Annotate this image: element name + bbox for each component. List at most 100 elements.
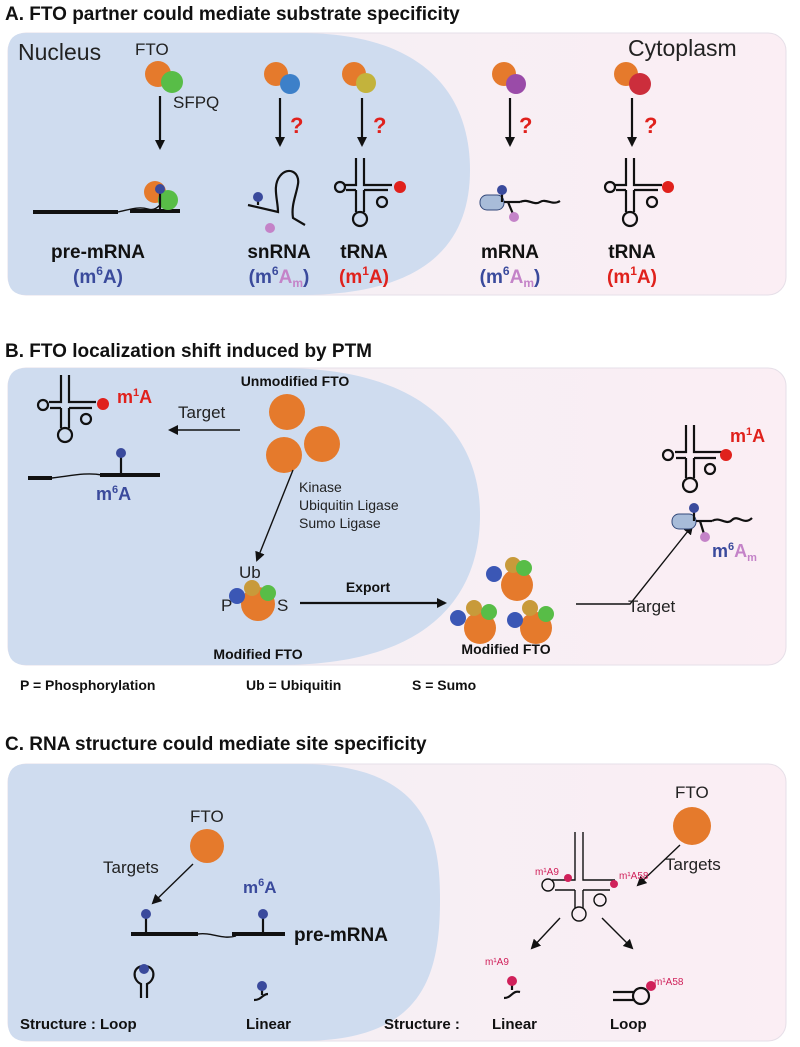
nucleus-region-c <box>8 764 440 1041</box>
partner-purple <box>506 74 526 94</box>
export-label: Export <box>346 579 391 595</box>
m1a-label-b1: m1A <box>117 387 152 407</box>
nucleus-region-a <box>8 33 470 295</box>
svg-text:snRNA: snRNA <box>247 242 311 263</box>
question-mark-4: ? <box>644 113 657 138</box>
mrna-stem-2 <box>506 201 515 215</box>
partner-blue <box>280 74 300 94</box>
mrna-stem-b2 <box>698 520 706 535</box>
mrna-cap-b <box>671 513 697 530</box>
sumo-mark <box>260 585 276 601</box>
arrow-loop-c <box>601 917 634 950</box>
s-label: S <box>277 596 288 615</box>
snrna-structure <box>247 169 306 226</box>
legend-sumo: S = Sumo <box>412 677 476 693</box>
ubiquitin-mark <box>244 580 260 596</box>
linear-label-left: Linear <box>246 1016 291 1033</box>
nucleus-region-b <box>8 368 480 665</box>
sfpq-protein <box>161 71 183 93</box>
m1a-site-b2 <box>720 449 732 461</box>
legend-ubiquitin: Ub = Ubiquitin <box>246 677 341 693</box>
p-label: P <box>221 596 232 615</box>
mrna-cap-site <box>497 185 507 195</box>
partner-olive <box>356 73 376 93</box>
arrow-linear-c <box>530 917 561 950</box>
svg-text:mRNA: mRNA <box>481 242 539 263</box>
linear-site-right <box>507 976 517 986</box>
trna-icon-a2 <box>603 158 662 228</box>
loop-site-left <box>139 964 149 974</box>
unmodified-fto-label: Unmodified FTO <box>241 373 350 389</box>
m1a9-label-c: m¹A9 <box>535 867 559 878</box>
targets-label-c-left: Targets <box>103 858 159 877</box>
m1a-site-a1 <box>394 181 406 193</box>
svg-text:(m6Am): (m6Am) <box>480 264 541 290</box>
m1a58-label-c: m¹A58 <box>619 871 649 882</box>
trna-icon-b2 <box>661 425 722 494</box>
mrna-cap <box>479 194 505 211</box>
structure-label-left: Structure : Loop <box>20 1016 137 1033</box>
question-mark-2: ? <box>373 113 386 138</box>
panel-b-title: B. FTO localization shift induced by PTM <box>5 341 372 362</box>
loop-label-right: Loop <box>610 1016 647 1033</box>
linear-site-left <box>257 981 267 991</box>
rna-label-4: mRNA (m6Am) <box>480 242 541 290</box>
fto-label-c-right: FTO <box>675 783 709 802</box>
unmodified-fto-3 <box>304 426 340 462</box>
arrow-target-right <box>576 524 694 605</box>
targets-label-c-right: Targets <box>665 855 721 874</box>
m1a-label-b2: m1A <box>730 426 765 446</box>
m1a58-site-c <box>610 880 618 888</box>
svg-text:(m1A): (m1A) <box>607 264 657 288</box>
trna-icon-b1 <box>36 375 96 444</box>
enzyme-kinase: Kinase <box>299 479 342 495</box>
fto-c-right <box>673 807 711 845</box>
ub-label: Ub <box>239 563 261 582</box>
unmodified-fto-1 <box>269 394 305 430</box>
question-mark-3: ? <box>519 113 532 138</box>
snrna-cap <box>253 192 263 202</box>
panel-a-title: A. FTO partner could mediate substrate s… <box>5 4 460 25</box>
legend-phospho: P = Phosphorylation <box>20 677 156 693</box>
svg-text:tRNA: tRNA <box>340 242 388 263</box>
linear-label-right: Linear <box>492 1016 537 1033</box>
panel-c-title: C. RNA structure could mediate site spec… <box>5 734 427 755</box>
premrna-label-c: pre-mRNA <box>294 925 388 946</box>
premrna-b-intron <box>51 473 103 479</box>
target-left-label: Target <box>178 403 226 422</box>
m1a-site-b1 <box>97 398 109 410</box>
m6a-site-b <box>116 448 126 458</box>
mrna-am-site-b <box>700 532 710 542</box>
partner-red <box>629 73 651 95</box>
enzyme-ubiquitin-ligase: Ubiquitin Ligase <box>299 497 399 513</box>
m1a9-site-c <box>564 874 572 882</box>
mrna-cap-site-b <box>689 503 699 513</box>
m6a-site-c1 <box>141 909 151 919</box>
fto-c-left <box>190 829 224 863</box>
arrow-targets-right <box>636 844 681 887</box>
svg-text:tRNA: tRNA <box>608 242 656 263</box>
modified-fto-right: Modified FTO <box>461 641 550 657</box>
question-mark-1: ? <box>290 113 303 138</box>
arrow-targets-left <box>151 863 194 905</box>
fto-label-c-left: FTO <box>190 807 224 826</box>
m6a-site-a <box>155 184 165 194</box>
linear-structure-right <box>503 990 521 1000</box>
m6a-site-c2 <box>258 909 268 919</box>
m1a9-label-c2: m¹A9 <box>485 957 509 968</box>
m6a-label-c: m6A <box>243 877 277 897</box>
m6am-label-b: m6Am <box>712 541 757 564</box>
nucleus-label: Nucleus <box>18 39 101 65</box>
loop-site-right <box>646 981 656 991</box>
linear-structure-left <box>253 992 269 1002</box>
modified-fto-left: Modified FTO <box>213 646 302 662</box>
structure-label-right: Structure : <box>384 1016 460 1033</box>
loop-structure-right <box>613 986 651 1006</box>
mrna-am-site <box>509 212 519 222</box>
modified-fto-cluster <box>450 557 554 644</box>
mrna-tail <box>519 199 561 205</box>
mrna-tail-b <box>711 517 753 524</box>
svg-text:pre-mRNA: pre-mRNA <box>51 242 145 263</box>
target-right-label: Target <box>628 597 676 616</box>
sfpq-label: SFPQ <box>173 93 219 112</box>
